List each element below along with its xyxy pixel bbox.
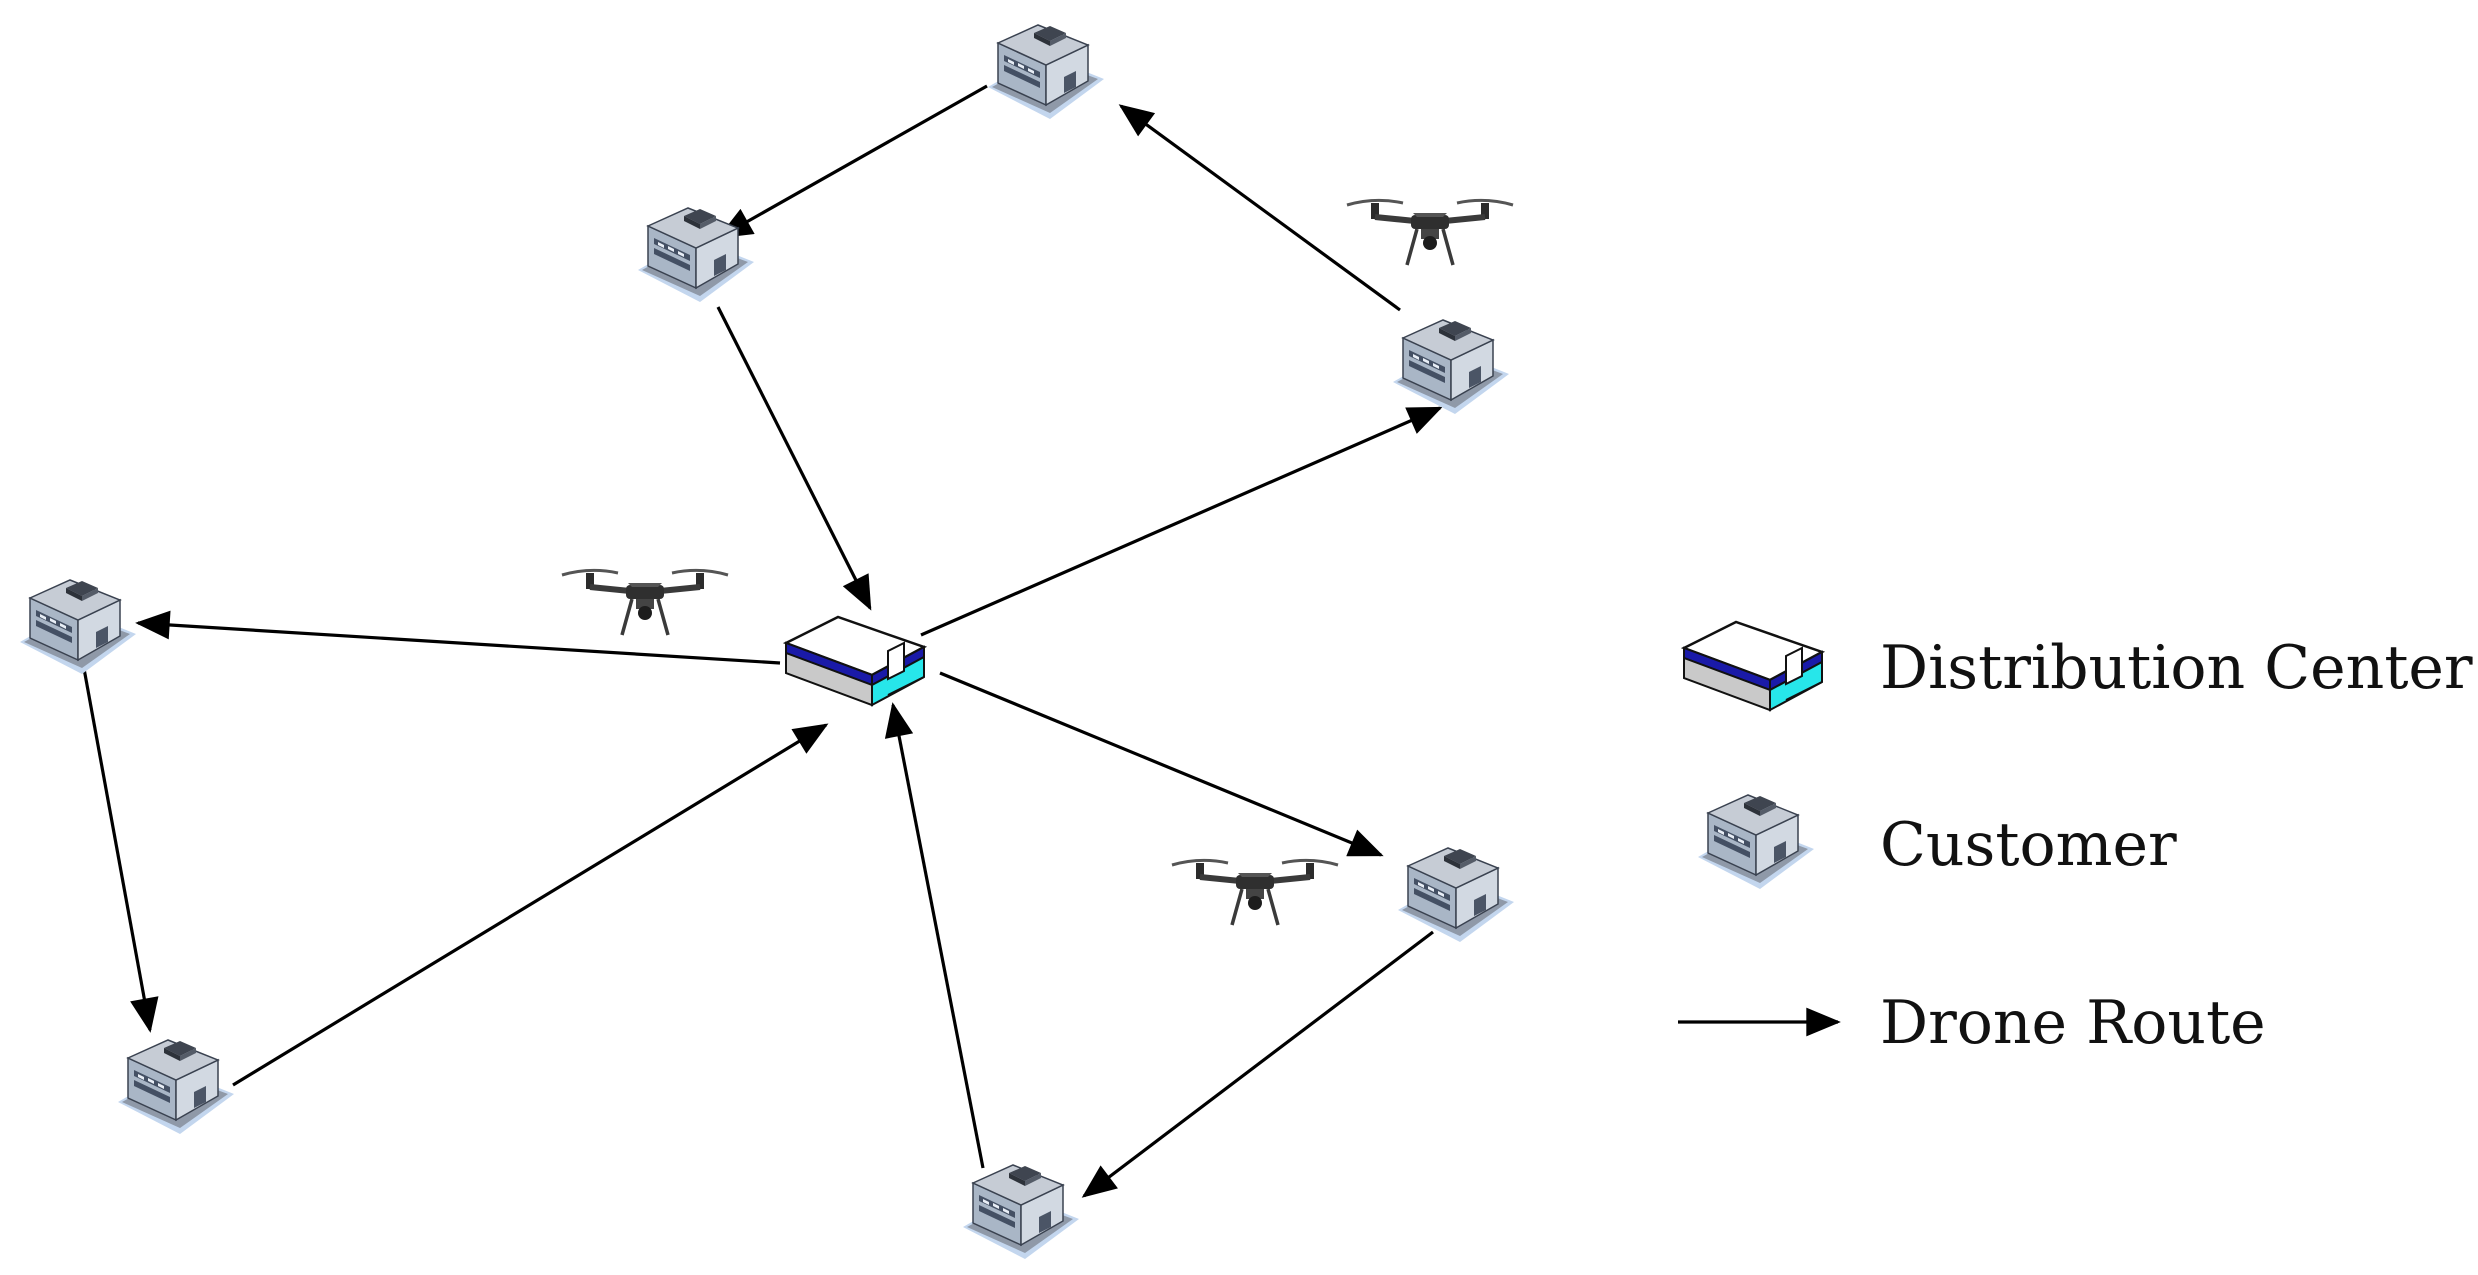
- route-c2-to-depot: [716, 306, 872, 611]
- customer-building-icon: [637, 207, 755, 303]
- drone-icon: [1172, 860, 1338, 925]
- customer-building-icon: [962, 1164, 1080, 1260]
- route-c5-to-c6: [1118, 104, 1401, 312]
- legend-distribution-center-icon: [1682, 620, 1824, 712]
- legend-customer-icon: [1697, 794, 1815, 890]
- route-c3-to-depot: [232, 723, 829, 1087]
- customer-building-icon: [987, 24, 1105, 120]
- route-c6-to-depot: [717, 84, 988, 239]
- route-c4-to-c3: [81, 662, 159, 1033]
- customer-building-icon: [1397, 847, 1515, 943]
- route-c8-to-depot: [884, 702, 985, 1169]
- drones: [562, 200, 1513, 925]
- route-depot-to-c4: [135, 610, 781, 665]
- legend: Distribution Center Customer Drone Route: [1678, 620, 2473, 1058]
- distribution-center-icon: [784, 615, 926, 707]
- route-c7-to-c8: [1081, 930, 1434, 1198]
- route-depot-to-c5: [920, 406, 1443, 637]
- customer-building-icon: [1392, 319, 1510, 415]
- drone-icon: [562, 570, 728, 635]
- legend-customer-label: Customer: [1880, 810, 2177, 880]
- legend-drone-route-label: Drone Route: [1880, 988, 2266, 1058]
- routes: [81, 84, 1443, 1198]
- route-depot-to-c7: [939, 671, 1384, 857]
- customer-building-icon: [117, 1039, 235, 1135]
- customer-building-icon: [19, 579, 137, 675]
- drone-icon: [1347, 200, 1513, 265]
- legend-distribution-center-label: Distribution Center: [1880, 633, 2473, 703]
